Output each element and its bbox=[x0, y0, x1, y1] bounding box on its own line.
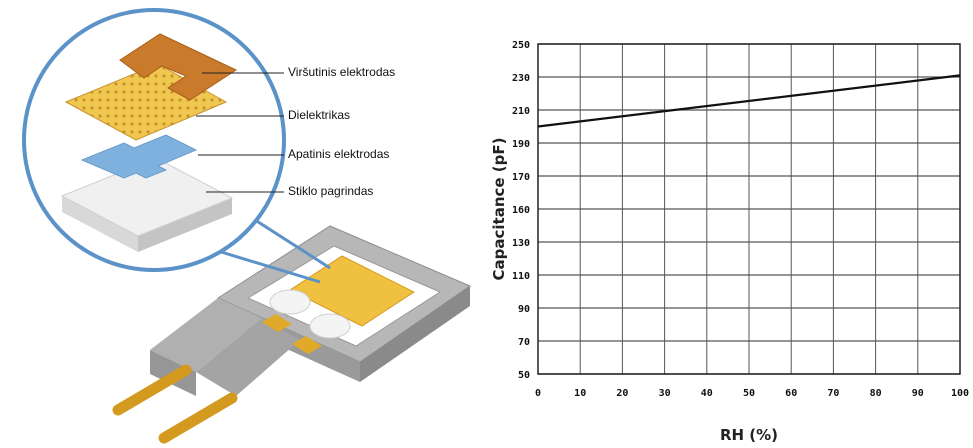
x-tick-label: 10 bbox=[574, 388, 586, 399]
y-axis-title: Capacitance (pF) bbox=[490, 138, 508, 281]
y-tick-label: 90 bbox=[518, 304, 530, 315]
exploded-layers bbox=[60, 33, 238, 252]
series-line bbox=[537, 74, 961, 128]
pin-1 bbox=[112, 364, 192, 416]
y-tick-label: 190 bbox=[512, 139, 530, 150]
y-tick-label: 50 bbox=[518, 370, 530, 381]
top-electrode-layer bbox=[119, 33, 238, 101]
plot-frame bbox=[537, 43, 961, 375]
contact-pad-1 bbox=[269, 289, 311, 315]
y-tick-label: 70 bbox=[518, 337, 530, 348]
label-dielectric: Dielektrikas bbox=[288, 108, 351, 122]
sensor-pins bbox=[112, 364, 238, 444]
x-tick-label: 20 bbox=[616, 388, 628, 399]
label-top-electrode: Viršutinis elektrodas bbox=[288, 65, 396, 79]
substrate-layer-side bbox=[138, 198, 232, 252]
sensor-diagram bbox=[22, 8, 472, 444]
y-tick-label: 130 bbox=[512, 238, 530, 249]
lead-trace-2 bbox=[292, 336, 322, 354]
zoom-line-2 bbox=[251, 216, 331, 270]
housing-side-face bbox=[360, 286, 470, 382]
chip-electrode-pad bbox=[288, 255, 416, 327]
pin-2 bbox=[158, 392, 238, 444]
x-tick-label: 60 bbox=[785, 388, 797, 399]
y-tick-label: 160 bbox=[512, 205, 530, 216]
y-tick-label: 210 bbox=[512, 106, 530, 117]
capacitance-chart: 50 70 90 110 130 160 170 190 210 230 250 0 10 20 30 40 5… bbox=[490, 40, 969, 444]
x-axis-title: RH (%) bbox=[720, 426, 778, 444]
bottom-electrode-layer bbox=[80, 134, 198, 179]
y-tick-label: 170 bbox=[512, 172, 530, 183]
y-tick-label: 250 bbox=[512, 40, 530, 51]
x-tick-label: 80 bbox=[870, 388, 882, 399]
x-tick-label: 0 bbox=[535, 388, 541, 399]
housing-base-block bbox=[196, 318, 300, 396]
x-tick-label: 90 bbox=[912, 388, 924, 399]
x-tick-label: 30 bbox=[659, 388, 671, 399]
x-tick-label: 50 bbox=[743, 388, 755, 399]
x-tick-label: 40 bbox=[701, 388, 713, 399]
housing-neck-top bbox=[150, 298, 262, 372]
substrate-layer-front bbox=[62, 196, 138, 252]
x-tick-label: 100 bbox=[951, 388, 969, 399]
contact-pad-2 bbox=[309, 313, 351, 339]
x-tick-label: 70 bbox=[827, 388, 839, 399]
lead-trace-1 bbox=[262, 314, 292, 332]
zoom-line-1 bbox=[207, 246, 321, 284]
y-tick-label: 110 bbox=[512, 271, 530, 282]
label-bottom-electrode: Apatinis elektrodas bbox=[288, 147, 390, 161]
y-tick-label: 230 bbox=[512, 73, 530, 84]
label-substrate: Stiklo pagrindas bbox=[288, 184, 374, 198]
sensor-chip bbox=[262, 255, 416, 354]
